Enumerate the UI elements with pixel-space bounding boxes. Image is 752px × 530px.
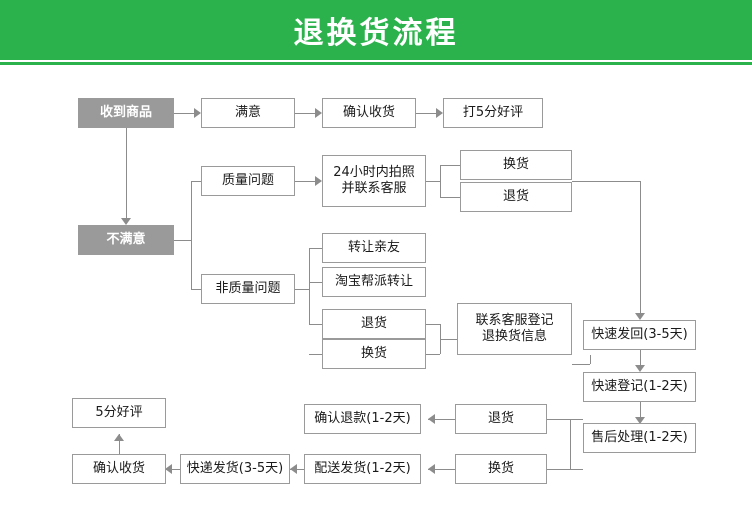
connector-line (126, 128, 127, 218)
node-confirm-refund[interactable]: 确认退款(1-2天) (304, 404, 421, 434)
connector-line (426, 324, 440, 325)
arrow-right-icon (315, 176, 322, 186)
arrow-up-icon (114, 434, 124, 441)
arrow-right-icon (436, 108, 443, 118)
node-non-quality-issue[interactable]: 非质量问题 (201, 274, 295, 304)
connector-line (440, 339, 458, 340)
connector-line (295, 289, 309, 290)
node-five-star-good-rating[interactable]: 5分好评 (72, 398, 166, 428)
arrow-down-icon (121, 218, 131, 225)
header-divider (0, 62, 752, 65)
connector-line (428, 469, 455, 470)
node-exchange-1[interactable]: 换货 (460, 150, 572, 180)
connector-line (191, 181, 201, 182)
arrow-left-icon (165, 464, 172, 474)
connector-line (572, 181, 640, 182)
node-exchange-3[interactable]: 换货 (455, 454, 547, 484)
connector-line (309, 354, 322, 355)
connector-line (416, 113, 436, 114)
connector-line (440, 165, 441, 197)
node-return-2[interactable]: 退货 (322, 309, 426, 339)
arrow-left-icon (290, 464, 297, 474)
node-return-1[interactable]: 退货 (460, 182, 572, 212)
node-five-star-rating[interactable]: 打5分好评 (443, 98, 543, 128)
connector-line (309, 282, 322, 283)
node-return-3[interactable]: 退货 (455, 404, 547, 434)
node-exchange-2[interactable]: 换货 (322, 339, 426, 369)
arrow-right-icon (315, 108, 322, 118)
connector-line (640, 181, 641, 316)
page-title: 退换货流程 (293, 16, 459, 51)
node-fast-register[interactable]: 快速登记(1-2天) (583, 372, 696, 402)
connector-line (119, 434, 120, 454)
connector-line (309, 248, 310, 324)
node-after-sale-processing[interactable]: 售后处理(1-2天) (583, 423, 696, 453)
node-delivery-ship[interactable]: 配送发货(1-2天) (304, 454, 421, 484)
page-header: 退换货流程 (0, 0, 752, 60)
connector-line (547, 419, 570, 420)
connector-line (428, 419, 455, 420)
connector-line (174, 113, 194, 114)
node-contact-service-register[interactable]: 联系客服登记 退换货信息 (457, 303, 572, 355)
node-taobao-help-transfer[interactable]: 淘宝帮派转让 (322, 267, 426, 297)
connector-line (570, 419, 571, 469)
connector-line (440, 165, 460, 166)
connector-line (290, 469, 304, 470)
connector-line (426, 181, 440, 182)
connector-line (165, 469, 180, 470)
arrow-left-icon (428, 414, 435, 424)
node-unsatisfied[interactable]: 不满意 (78, 225, 174, 255)
connector-line (174, 240, 191, 241)
connector-line (295, 181, 315, 182)
connector-line (570, 469, 583, 470)
connector-line (590, 355, 591, 364)
node-express-ship[interactable]: 快递发货(3-5天) (180, 454, 290, 484)
arrow-left-icon (428, 464, 435, 474)
node-transfer-to-friend[interactable]: 转让亲友 (322, 233, 426, 263)
node-fast-send-back[interactable]: 快速发回(3-5天) (583, 320, 696, 350)
arrow-down-icon (635, 417, 645, 424)
connector-line (572, 364, 590, 365)
connector-line (570, 419, 583, 420)
node-confirm-receipt-bottom[interactable]: 确认收货 (72, 454, 166, 484)
connector-line (640, 402, 641, 420)
connector-line (309, 324, 322, 325)
node-quality-issue[interactable]: 质量问题 (201, 166, 295, 196)
connector-line (191, 181, 192, 289)
connector-line (295, 113, 315, 114)
arrow-down-icon (635, 365, 645, 372)
arrow-down-icon (635, 313, 645, 320)
connector-line (426, 354, 440, 355)
connector-line (440, 197, 460, 198)
arrow-right-icon (194, 108, 201, 118)
node-received-goods[interactable]: 收到商品 (78, 98, 174, 128)
node-confirm-receipt-top[interactable]: 确认收货 (322, 98, 416, 128)
connector-line (309, 248, 322, 249)
connector-line (191, 289, 201, 290)
node-satisfied[interactable]: 满意 (201, 98, 295, 128)
connector-line (547, 469, 570, 470)
connector-line (640, 350, 641, 368)
node-photo-contact-service[interactable]: 24小时内拍照 并联系客服 (322, 155, 426, 207)
